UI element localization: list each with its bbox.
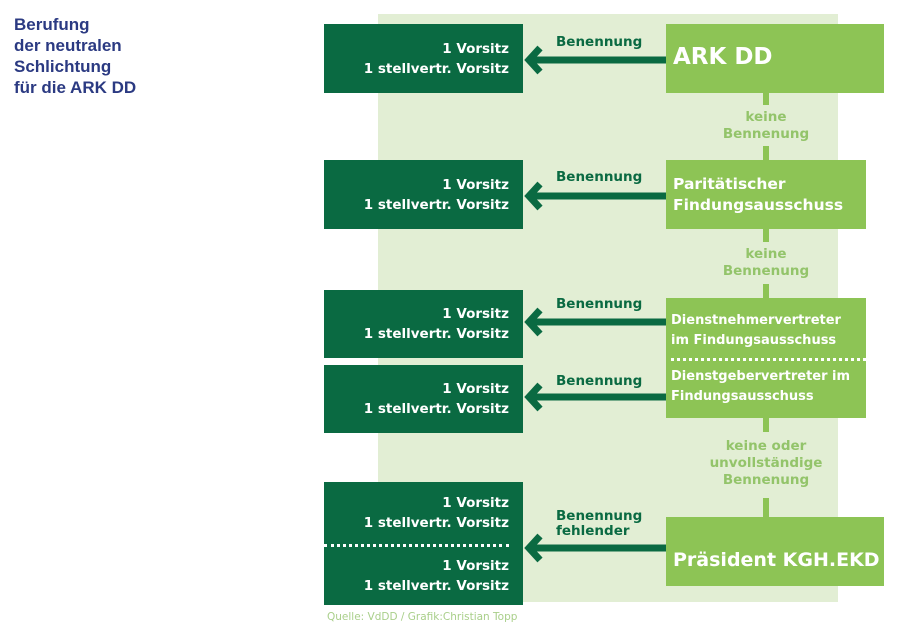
dotted-divider [324,544,509,547]
connector-line [763,229,769,242]
arrow-label: Benennung [556,34,643,50]
dotted-divider [671,358,866,361]
source-box-ark-dd: ARK DD [666,24,884,93]
connector-line [763,498,769,517]
arrow-icon [524,307,666,337]
arrow-label: Benennung [556,373,643,389]
arrow-icon [524,533,666,563]
arrow-icon [524,45,666,75]
connector-line [763,146,769,160]
connector-line [763,284,769,298]
source-box-praesident-kgh-ekd: Präsident KGH.EKD [666,517,884,586]
connector-line [763,93,769,105]
source-credit: Quelle: VdDD / Grafik:Christian Topp [327,611,518,623]
arrow-icon [524,181,666,211]
arrow-label: Benennung [556,296,643,312]
connector-line [763,418,769,432]
arrow-label: Benennung [556,169,643,185]
arrow-icon [524,382,666,412]
page-title: Berufung der neutralen Schlichtung für d… [14,15,137,97]
